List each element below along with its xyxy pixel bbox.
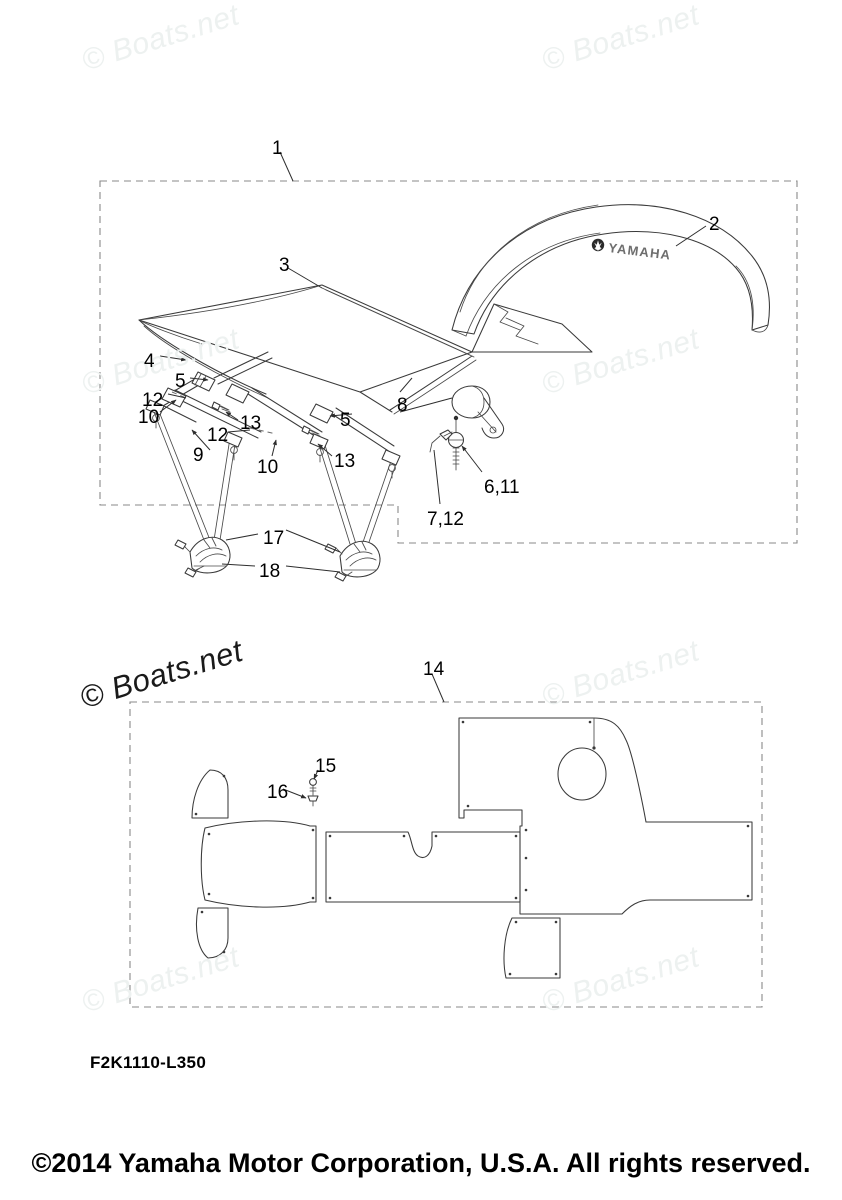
callout-4: 4	[144, 351, 155, 372]
callout-16: 16	[267, 782, 289, 803]
callout-7-12: 7,12	[427, 509, 464, 530]
callout-14: 14	[423, 659, 445, 680]
group-boundary-carpet	[129, 701, 763, 1008]
callout-12-a: 12	[142, 390, 164, 411]
bimini-canopy-top	[138, 284, 593, 415]
callout-10-b: 10	[257, 457, 279, 478]
callout-2: 2	[709, 214, 720, 235]
yamaha-logo-badge: YAMAHA	[591, 238, 672, 263]
callout-5-b: 5	[340, 410, 351, 431]
leader-lines-upper	[159, 151, 707, 573]
callout-3: 3	[279, 255, 290, 276]
footer-copyright: ©2014 Yamaha Motor Corporation, U.S.A. A…	[31, 1148, 811, 1178]
callout-12-b: 12	[207, 425, 229, 446]
carpet-fastener-16	[307, 795, 319, 807]
leader-lines-lower	[282, 673, 445, 799]
callout-17: 17	[263, 528, 285, 549]
callout-13-a: 13	[240, 413, 262, 434]
carpet-mat-set	[191, 717, 753, 979]
callout-8: 8	[397, 395, 408, 416]
carpet-fastener-15	[309, 778, 317, 796]
callout-15: 15	[315, 756, 337, 777]
svg-text:YAMAHA: YAMAHA	[608, 240, 672, 263]
callout-9: 9	[193, 445, 204, 466]
canopy-boot-part: YAMAHA	[451, 204, 770, 337]
group-boundary-bimini	[99, 180, 798, 544]
deck-mount-bracket-left	[174, 536, 231, 578]
deck-mount-bracket-right	[324, 540, 381, 582]
callout-13-b: 13	[334, 451, 356, 472]
callout-6-11: 6,11	[484, 477, 520, 498]
bimini-frame-tubes	[145, 351, 401, 546]
callout-1: 1	[272, 138, 283, 159]
bolt-13-b	[301, 425, 321, 437]
bolt-13-a	[211, 401, 231, 413]
callout-5-a: 5	[175, 371, 186, 392]
callout-10-a: 10	[138, 407, 160, 428]
part-diagram-code: F2K1110-L350	[90, 1053, 207, 1072]
strap-buckle-assembly	[399, 385, 505, 471]
callout-18: 18	[259, 561, 281, 582]
